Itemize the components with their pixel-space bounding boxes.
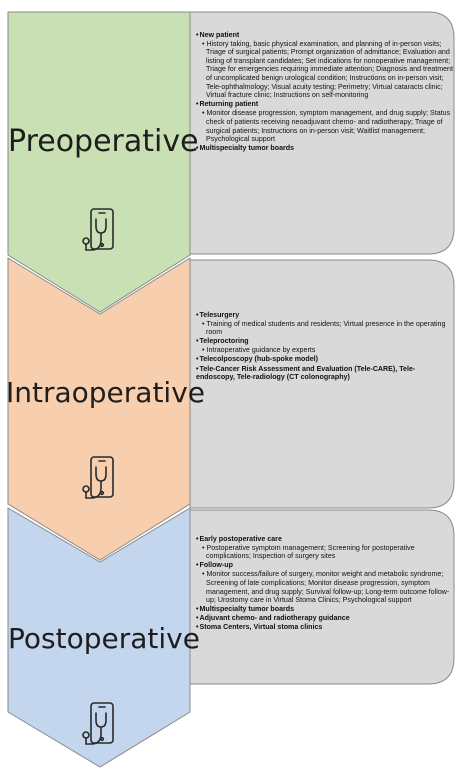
item-title: Telecolposcopy (hub-spoke model) <box>196 355 454 364</box>
item-detail: Monitor disease progression, symptom man… <box>196 109 454 143</box>
telemedicine-stethoscope-phone-icon <box>82 456 114 499</box>
telemedicine-stethoscope-phone-icon <box>82 208 114 251</box>
postoperative-chevron <box>7 507 191 768</box>
preoperative-label: Preoperative <box>8 124 199 159</box>
item-detail: Postoperative symptom management; Screen… <box>196 544 454 561</box>
item-detail: Monitor success/failure of surgery, moni… <box>196 570 454 604</box>
item-title: Telesurgery <box>196 311 454 320</box>
item-title: Follow-up <box>196 561 454 570</box>
item-title: Stoma Centers, Virtual stoma clinics <box>196 623 454 632</box>
preoperative-chevron <box>7 11 191 313</box>
item-title: Adjuvant chemo- and radiotherapy guidanc… <box>196 614 454 623</box>
item-title: Early postoperative care <box>196 535 454 544</box>
intraoperative-label: Intraoperative <box>6 376 206 409</box>
item-title: Multispecialty tumor boards <box>196 144 454 153</box>
item-title: Tele-Cancer Risk Assessment and Evaluati… <box>196 365 454 382</box>
item-title: Returning patient <box>196 100 454 109</box>
item-title: New patient <box>196 31 454 40</box>
telemedicine-stethoscope-phone-icon <box>82 702 114 745</box>
item-detail: History taking, basic physical examinati… <box>196 40 454 100</box>
item-title: Teleproctoring <box>196 337 454 346</box>
item-detail: Intraoperative guidance by experts <box>196 346 454 355</box>
item-title: Multispecialty tumor boards <box>196 605 454 614</box>
item-detail: Training of medical students and residen… <box>196 320 454 337</box>
intraoperative-content: Telesurgery Training of medical students… <box>196 310 454 382</box>
preoperative-content: New patient History taking, basic physic… <box>196 30 454 153</box>
postoperative-label: Postoperative <box>8 622 200 655</box>
intraoperative-panel <box>189 259 455 509</box>
postoperative-content: Early postoperative care Postoperative s… <box>196 534 454 632</box>
